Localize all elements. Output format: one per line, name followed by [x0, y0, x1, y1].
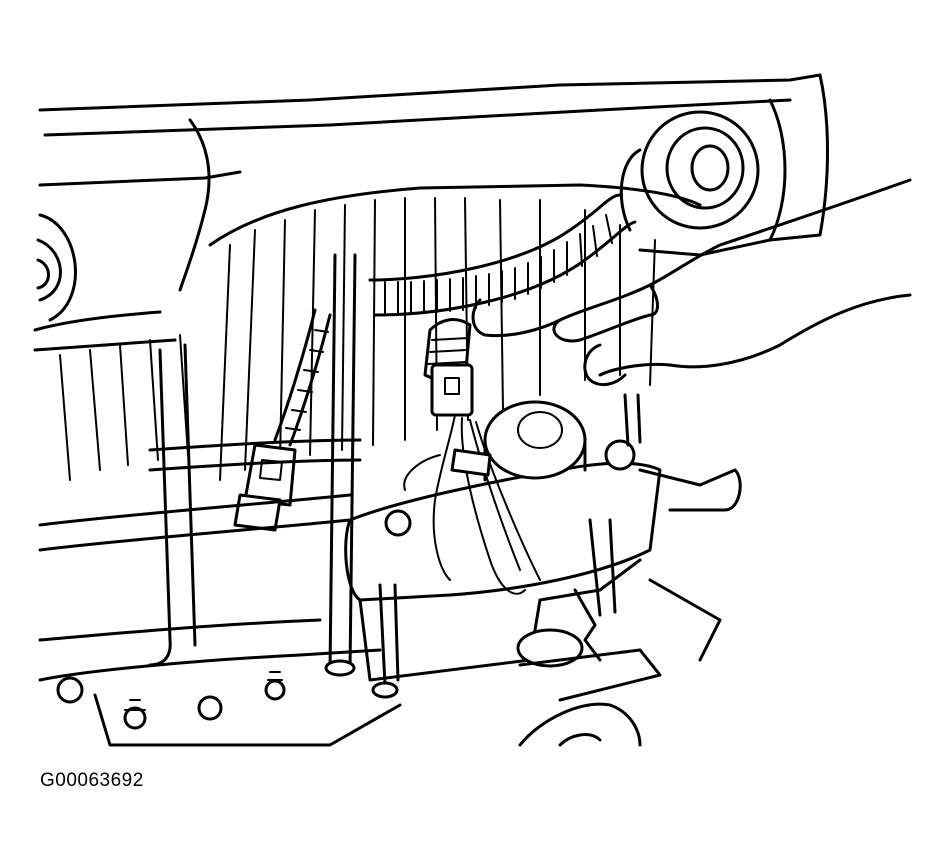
figure-id-label: G00063692: [40, 770, 144, 791]
brake-lines: [38, 253, 642, 699]
grommet: [619, 110, 760, 232]
left-mount: [36, 213, 77, 322]
background-ribs: [59, 197, 656, 481]
sensor-connector: [430, 363, 474, 417]
mounting-plate: [38, 618, 662, 747]
upper-crossmember: [33, 73, 829, 352]
mounting-bolt: [384, 509, 412, 537]
mounting-bolt-right: [604, 439, 636, 471]
wiring-harness-conduit: [368, 193, 637, 384]
line-drawing-figure: [33, 73, 912, 747]
wheel-hub: [518, 702, 642, 747]
master-cylinder-reservoir: [344, 363, 742, 682]
hand: [471, 178, 912, 387]
sensor-wires: [403, 414, 541, 595]
illustration-svg: [33, 73, 912, 747]
